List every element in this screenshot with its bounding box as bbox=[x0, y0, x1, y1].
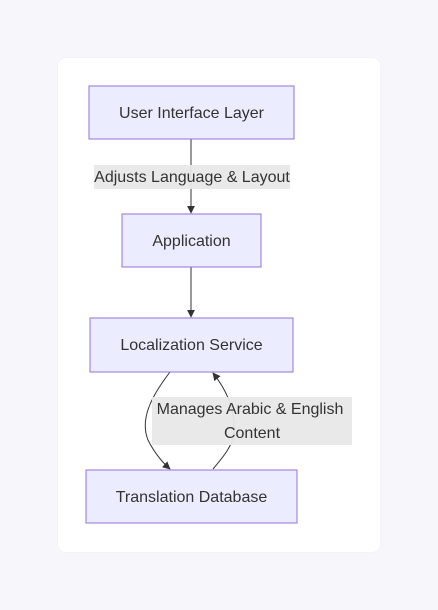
node-translation-database: Translation Database bbox=[85, 469, 298, 524]
node-application: Application bbox=[121, 213, 262, 268]
node-translation-database-label: Translation Database bbox=[116, 489, 268, 506]
edge-label-adjusts-language-text: Adjusts Language & Layout bbox=[94, 169, 290, 186]
edge-label-manages-content-line1: Manages Arabic & English bbox=[157, 401, 344, 418]
edge-localization-to-database bbox=[144, 371, 171, 470]
node-application-label: Application bbox=[152, 233, 230, 250]
edge-label-adjusts-language: Adjusts Language & Layout bbox=[94, 165, 290, 189]
node-localization-service-label: Localization Service bbox=[120, 337, 262, 354]
node-user-interface-layer-label: User Interface Layer bbox=[119, 105, 265, 122]
edge-label-manages-content: Manages Arabic & English Content bbox=[152, 397, 352, 445]
node-user-interface-layer: User Interface Layer bbox=[88, 85, 295, 140]
node-localization-service: Localization Service bbox=[89, 317, 294, 373]
edge-label-manages-content-line2: Content bbox=[224, 425, 281, 442]
